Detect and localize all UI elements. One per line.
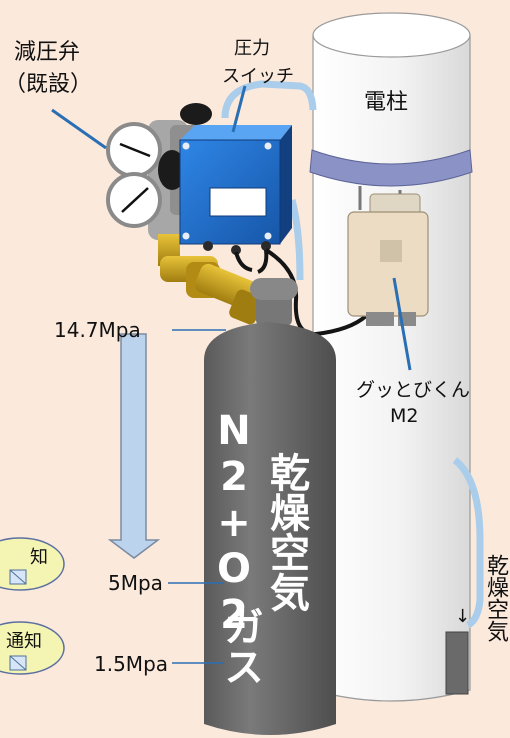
label-pressure-switch-1: 圧力 <box>234 38 270 59</box>
notice-bubble-2 <box>0 621 65 675</box>
cylinder-text-dry-air-b: 気 <box>263 572 309 612</box>
bottom-sensor <box>445 631 469 695</box>
hose-right <box>452 457 484 629</box>
label-utility-pole: 電柱 <box>364 90 409 115</box>
leader-pressure-switch <box>231 85 247 133</box>
leader-device <box>392 277 412 371</box>
signal-cable <box>234 248 368 336</box>
label-dry-air-vertical: 乾燥空気 <box>483 554 508 642</box>
hose-top <box>221 80 317 119</box>
label-pressure-high: 14.7Mpa <box>54 318 141 342</box>
pressure-switch-box <box>179 125 292 255</box>
gas-cylinder <box>204 278 336 735</box>
hose-side <box>288 199 304 281</box>
label-notice-2: 通知 <box>6 631 42 652</box>
label-pressure-mid: 5Mpa <box>108 571 163 595</box>
brass-pipe <box>158 234 263 325</box>
label-device-model: M2 <box>390 405 419 427</box>
label-notice-1: 知 <box>30 547 48 568</box>
cylinder-text-dry-air: 乾燥空気 <box>263 452 309 612</box>
cylinder-text-dry-air-a: 乾燥空 <box>263 452 309 572</box>
label-existing: （既設） <box>4 72 93 97</box>
valve-knob-side <box>158 150 186 190</box>
valve-knob-top <box>180 103 212 125</box>
notice-bubble-1 <box>0 537 65 591</box>
label-down-arrow: ↓ <box>455 606 471 627</box>
label-device-name: グッとびくん <box>356 379 471 401</box>
leader-reducing-valve <box>51 108 107 150</box>
label-pressure-low: 1.5Mpa <box>94 652 169 676</box>
cylinder-text-gas: ガス <box>217 606 263 686</box>
cylinder-text-n2: N2+O2 <box>211 408 257 638</box>
pressure-gauge-lower <box>106 172 162 228</box>
pressure-gauge-upper <box>106 122 162 178</box>
utility-pole <box>312 12 471 702</box>
cylinder-text-n2-b: +O2 <box>211 500 257 638</box>
cylinder-text-n2-a: N2 <box>211 408 257 500</box>
gut-tobi-kun-device <box>347 193 429 326</box>
label-pressure-switch-2: スイッチ <box>222 66 294 87</box>
label-reducing-valve: 減圧弁 <box>14 40 81 65</box>
pressure-drop-arrow <box>107 333 161 559</box>
